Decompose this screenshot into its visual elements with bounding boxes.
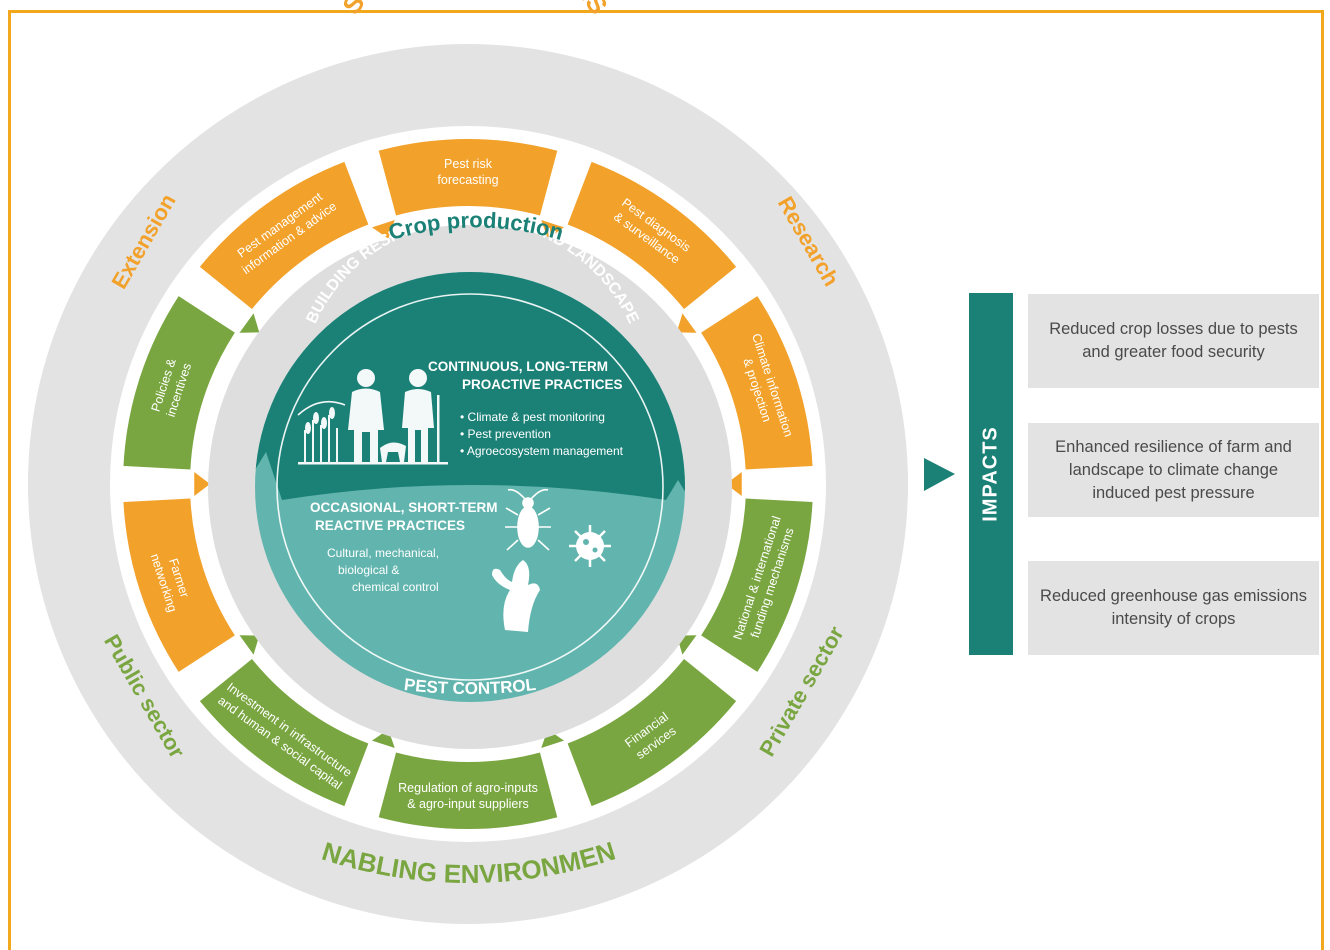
pest-management-segment (199, 161, 369, 310)
impact-text-1: Reduced crop losses due to pests and gre… (1049, 320, 1298, 361)
impact-text-3: Reduced greenhouse gas emissions intensi… (1040, 587, 1307, 628)
inward-arrow-icon (239, 313, 260, 333)
proactive-item-1: • Climate & pest monitoring (460, 410, 605, 424)
farmers-illustration (297, 369, 448, 465)
reactive-item-1: Cultural, mechanical, (327, 546, 439, 560)
inward-arrow-icon (194, 472, 210, 496)
support-functions-label: SUPPORT FUNCTIONS (336, 0, 614, 20)
reactive-item-2: biological & (338, 563, 399, 577)
cactus-icon (492, 560, 540, 632)
funding-segment (701, 498, 813, 672)
impacts-arrow-icon (924, 458, 955, 491)
regulation-segment-label: Regulation of agro-inputs& agro-input su… (398, 781, 538, 811)
impacts-bar (969, 293, 1013, 655)
policies-segment (123, 296, 235, 470)
farmer-networking-segment (123, 498, 235, 672)
proactive-heading-1: CONTINUOUS, LONG-TERM (428, 359, 608, 374)
impact-text-2: Enhanced resilience of farm and landscap… (1055, 437, 1292, 502)
regulation-segment (378, 752, 558, 829)
reactive-heading-1: OCCASIONAL, SHORT-TERM (310, 500, 498, 515)
investment-segment (199, 658, 369, 807)
inward-arrow-icon (676, 313, 697, 333)
pest-diagnosis-segment (567, 161, 737, 310)
insect-icon (505, 488, 551, 551)
inward-arrow-icon (372, 219, 395, 239)
figure-frame (8, 10, 1324, 950)
proactive-item-2: • Pest prevention (460, 427, 551, 441)
climate-info-segment (701, 296, 813, 470)
impacts-title: IMPACTS (979, 426, 1002, 522)
inward-arrow-icon (726, 472, 742, 496)
impact-box-1: Reduced crop losses due to pests and gre… (1028, 294, 1319, 388)
proactive-heading-2: PROACTIVE PRACTICES (462, 377, 623, 392)
pest-control-label: PEST CONTROL (403, 675, 537, 698)
impact-box-2: Enhanced resilience of farm and landscap… (1028, 423, 1319, 517)
pest-risk-segment (378, 138, 558, 216)
proactive-item-3: • Agroecosystem management (460, 444, 624, 458)
reactive-heading-2: REACTIVE PRACTICES (315, 518, 465, 533)
inward-arrow-icon (541, 219, 564, 239)
reactive-item-3: chemical control (352, 580, 439, 594)
impact-box-3: Reduced greenhouse gas emissions intensi… (1028, 561, 1319, 655)
inward-arrow-icon (239, 635, 260, 655)
financial-services-segment (567, 658, 737, 807)
virus-icon (569, 525, 611, 567)
